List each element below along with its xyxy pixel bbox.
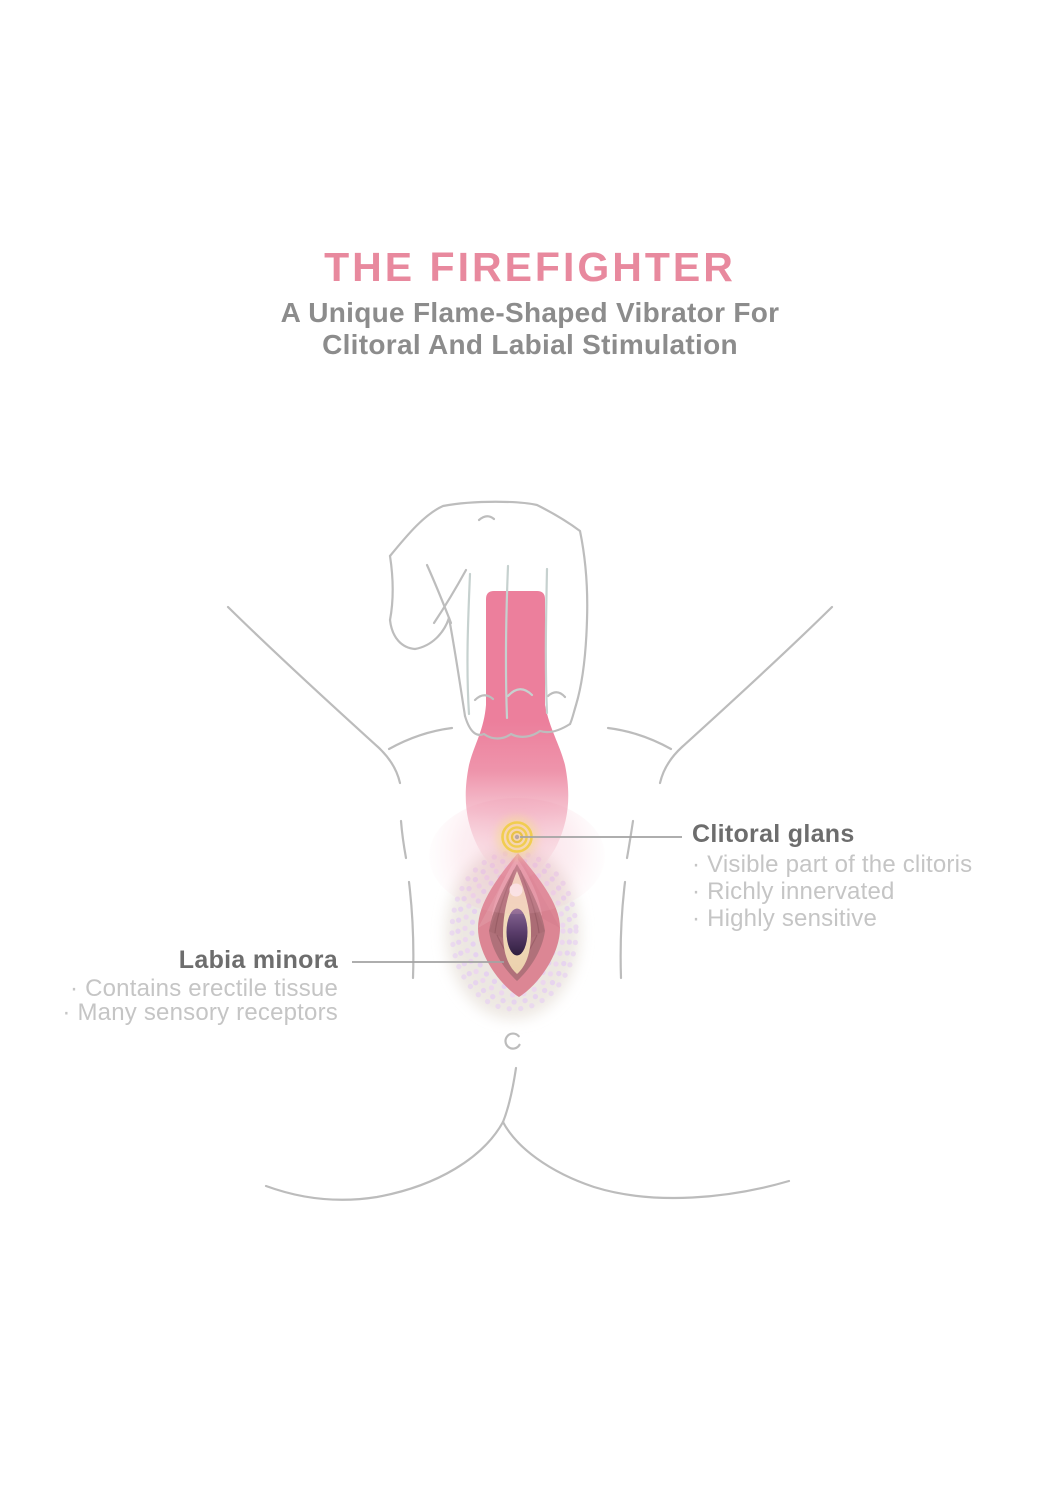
subtitle-line-1: A Unique Flame-Shaped Vibrator For <box>280 297 780 328</box>
callout-labia-minora: Labia minora Contains erectile tissue Ma… <box>0 946 338 1025</box>
hand-outline <box>388 500 589 740</box>
finger-lines <box>466 564 549 720</box>
left-buttock-crease <box>264 1120 505 1201</box>
callout-labia-minora-bullets: Contains erectile tissue Many sensory re… <box>0 977 338 1025</box>
vaginal-opening <box>506 908 528 956</box>
bullet-item: Contains erectile tissue <box>0 977 338 1001</box>
callout-clitoral-glans-title: Clitoral glans <box>692 820 855 848</box>
body-outline <box>226 605 834 1201</box>
gluteal-cleft <box>501 1066 518 1124</box>
page-subtitle: A Unique Flame-Shaped Vibrator For Clito… <box>0 297 1060 361</box>
anus-mark <box>504 1032 521 1050</box>
callout-clitoral-glans: Clitoral glans Visible part of the clito… <box>692 820 972 932</box>
bullet-item: Many sensory receptors <box>0 1001 338 1025</box>
bullet-item: Richly innervated <box>692 878 972 905</box>
knuckle-mark <box>477 515 496 522</box>
header: THE FIREFIGHTER A Unique Flame-Shaped Vi… <box>0 245 1060 361</box>
left-thigh-line <box>226 605 402 785</box>
subtitle-line-2: Clitoral And Labial Stimulation <box>322 329 738 360</box>
target-icon <box>496 816 538 858</box>
left-groin-crease <box>387 726 454 751</box>
page-title: THE FIREFIGHTER <box>324 244 736 290</box>
thumb-outline <box>388 616 451 651</box>
bullet-item: Visible part of the clitoris <box>692 851 972 878</box>
callout-clitoral-glans-bullets: Visible part of the clitoris Richly inne… <box>692 851 972 932</box>
right-buttock-crease <box>501 1120 791 1200</box>
bullet-item: Highly sensitive <box>692 905 972 932</box>
right-groin-crease <box>606 726 673 751</box>
callout-labia-minora-title: Labia minora <box>178 946 338 974</box>
fist-bottom-edge <box>463 714 572 740</box>
right-thigh-line <box>658 605 834 785</box>
